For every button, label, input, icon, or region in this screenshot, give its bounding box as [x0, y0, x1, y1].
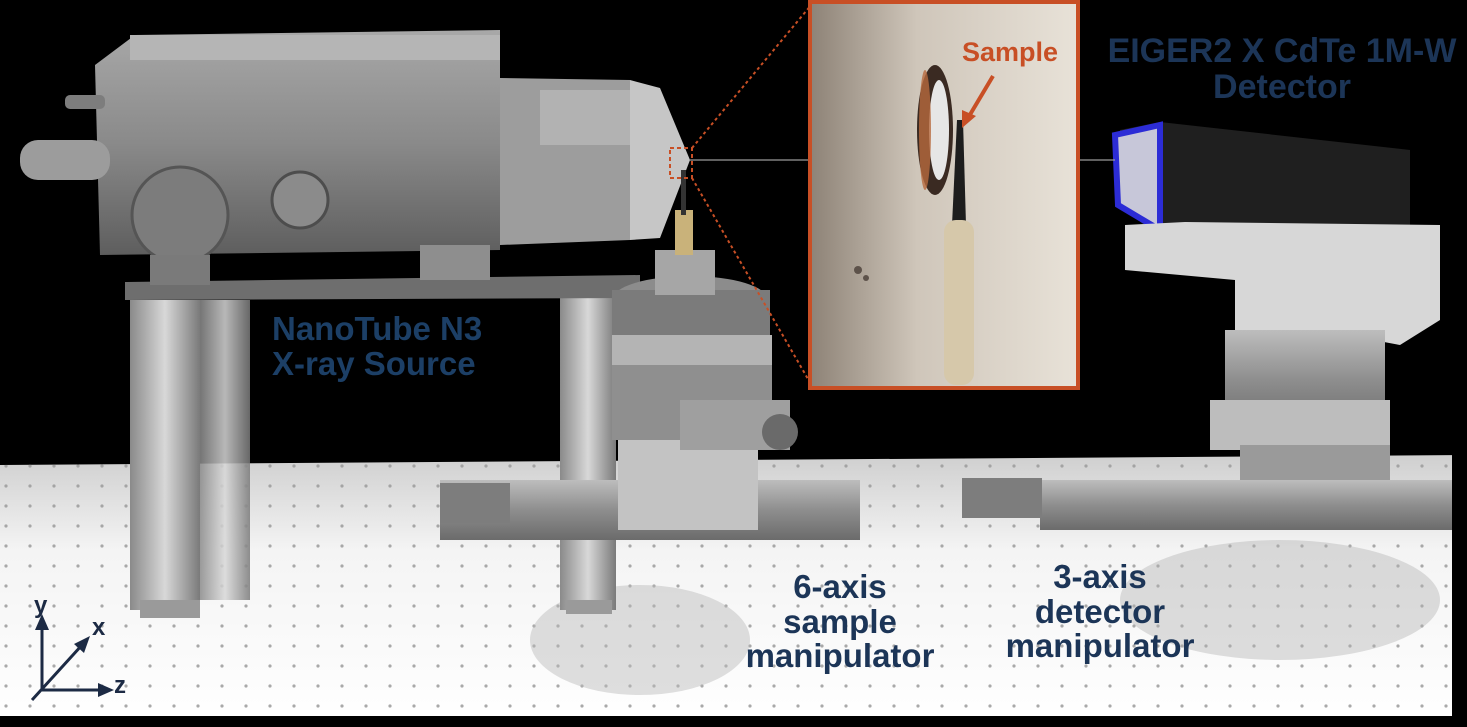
zoom-marker: [669, 3, 813, 387]
sample-manipulator-label: 6-axis sample manipulator: [745, 568, 935, 675]
detector-label: EIGER2 X CdTe 1M-W Detector: [1092, 32, 1467, 106]
axis-x-label: x: [92, 614, 106, 641]
sample-label: Sample: [962, 37, 1059, 67]
axis-z-label: z: [114, 672, 126, 699]
axis-y-label: y: [34, 592, 48, 619]
xray-source-label: NanoTube N3 X-ray Source: [272, 310, 483, 382]
detector-manipulator-label: 3-axis detector manipulator: [1005, 558, 1195, 665]
detector-label-line1: EIGER2 X CdTe 1M-W: [1107, 32, 1457, 70]
detector-label-line2: Detector: [1213, 67, 1351, 106]
sample-inset-photo: [808, 0, 1080, 390]
coordinate-axes: [30, 614, 114, 702]
sample-arrow: [962, 74, 995, 128]
detector: [962, 121, 1452, 530]
xray-source: [20, 30, 690, 618]
sample-manipulator: [440, 170, 860, 540]
